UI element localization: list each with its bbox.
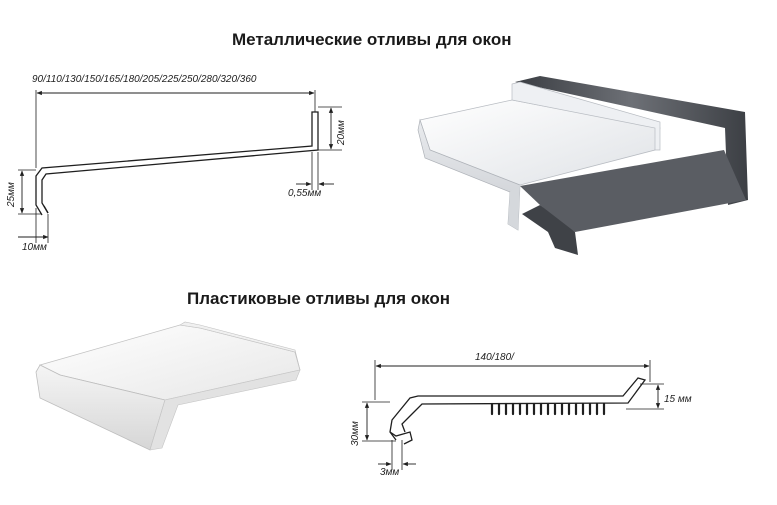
metal-right-height-label: 20мм	[336, 120, 347, 146]
metal-width-label: 90/110/130/150/165/180/205/225/250/280/3…	[32, 74, 257, 85]
metal-drip-label: 10мм	[22, 242, 47, 253]
plastic-left-height-label: 30мм	[350, 421, 361, 446]
metal-section-title: Металлические отливы для окон	[232, 30, 512, 49]
metal-left-height-label: 25мм	[6, 182, 17, 208]
metal-sill-render	[417, 76, 748, 255]
metal-profile-outline	[35, 111, 319, 216]
plastic-profile-drawing: 140/180/ 15 мм 30мм 3мм	[350, 352, 692, 478]
plastic-right-height-label: 15 мм	[664, 394, 692, 405]
plastic-section-title: Пластиковые отливы для окон	[187, 289, 451, 308]
plastic-width-label: 140/180/	[475, 352, 515, 363]
metal-profile-drawing: 90/110/130/150/165/180/205/225/250/280/3…	[6, 74, 347, 253]
plastic-drip-label: 3мм	[380, 467, 399, 478]
metal-thickness-label: 0,55мм	[288, 188, 321, 199]
plastic-sill-render	[35, 321, 301, 451]
plastic-profile-ribs	[490, 402, 606, 416]
plastic-profile-outline	[389, 377, 647, 441]
